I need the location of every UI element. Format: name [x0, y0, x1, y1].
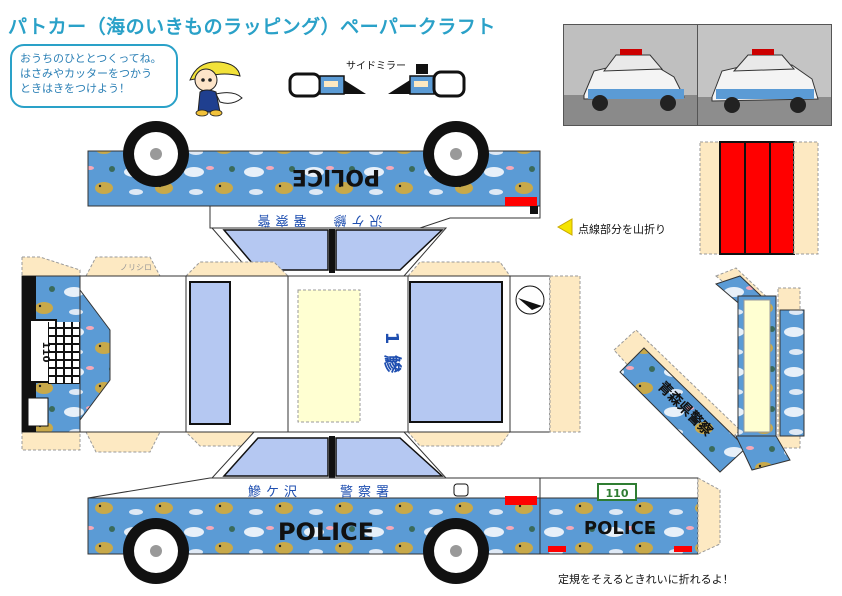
wheel-icon: [423, 518, 489, 584]
wheel-icon: [423, 121, 489, 187]
instruction-bubble: おうちのひととつくってね。 はさみやカッターをつかう ときはきをつけよう！: [10, 44, 178, 108]
fold-arrow-icon: [556, 218, 573, 236]
car-hood: [79, 275, 289, 433]
side-mirror-label: サイドミラー: [346, 61, 406, 72]
instruction-line: はさみやカッターをつかう: [20, 67, 152, 80]
wheel-icon: [123, 518, 189, 584]
mascot-figure: [189, 61, 243, 117]
page-title: パトカー（海のいきものラッピング）ペーパークラフト: [8, 16, 496, 38]
side-mirror-left: [288, 72, 366, 98]
side-mirror-right: [388, 64, 466, 98]
prefecture-strip: [613, 267, 805, 473]
wheel-icon: [123, 121, 189, 187]
car-photo-rear: [697, 24, 832, 126]
car-photo-front: [563, 24, 698, 126]
instruction-line: おうちのひととつくってね。: [20, 52, 162, 65]
fold-note: 点線部分を山折り: [578, 223, 666, 236]
light-bar-part: [699, 141, 819, 255]
rear-window: [407, 275, 511, 433]
windshield-bottom: [210, 431, 448, 480]
ruler-note: 定規をそえるときれいに折れるよ！: [558, 573, 734, 586]
car-front: [21, 275, 84, 433]
car-roof: [287, 275, 409, 433]
instruction-line: ときはきをつけよう！: [20, 82, 130, 95]
car-trunk: [509, 275, 581, 433]
